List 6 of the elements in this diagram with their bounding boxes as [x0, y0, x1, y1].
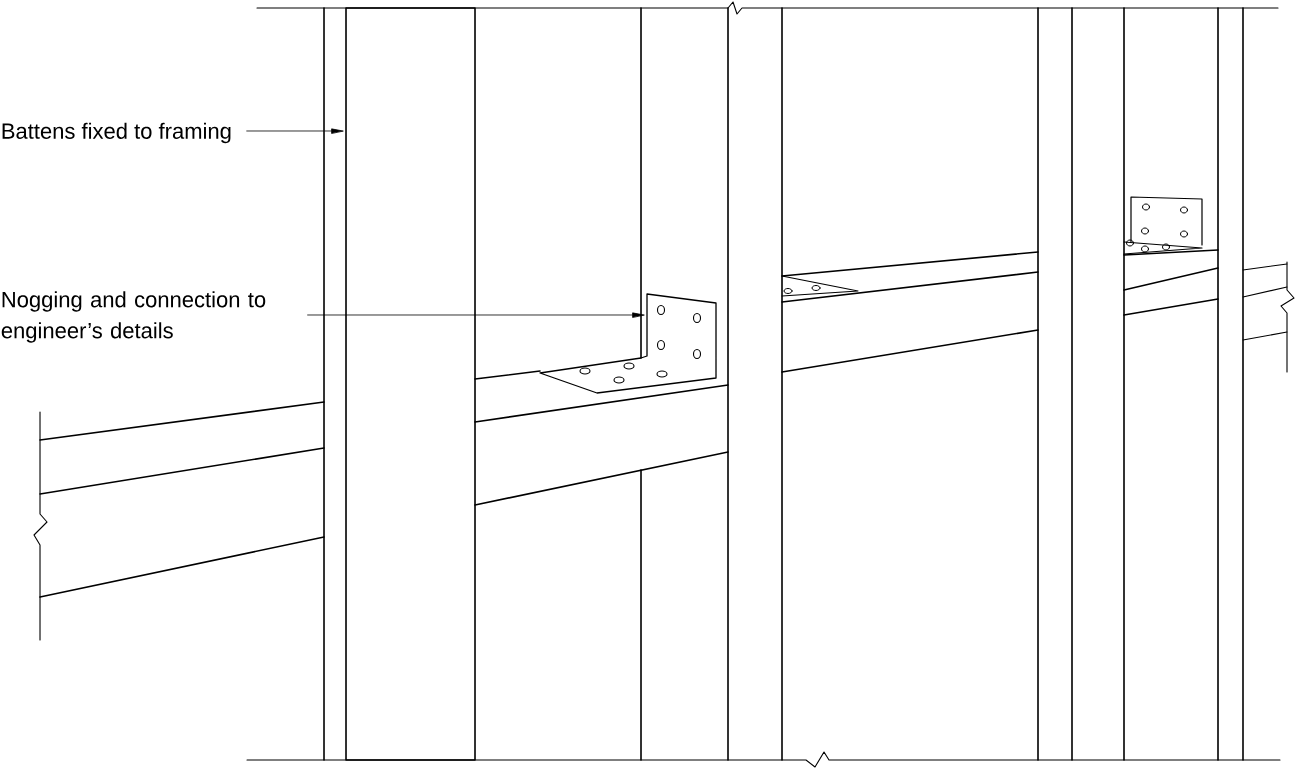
angle-bracket — [539, 293, 717, 394]
leader-label: Nogging and connection to engineer’s details — [1, 291, 266, 343]
batten — [345, 7, 476, 761]
leader-line — [246, 128, 344, 134]
leader-line — [307, 312, 645, 318]
leader-label: Battens fixed to framing — [2, 122, 231, 144]
